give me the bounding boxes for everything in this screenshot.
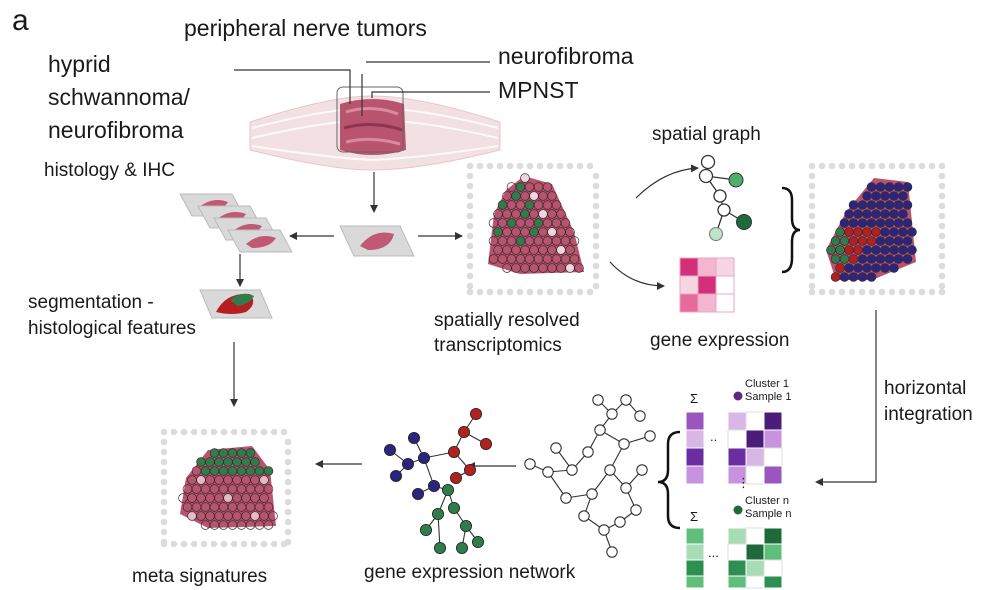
merge-brace: [781, 186, 801, 274]
hybrid-leader-line: [234, 69, 351, 104]
label-sample-n: Sample n: [745, 508, 792, 520]
gene-network-colored: [383, 407, 492, 555]
label-horizontal-line2: integration: [884, 404, 973, 425]
label-hybrid-line1: hyprid: [48, 51, 111, 77]
sigma-bottom: Σ: [690, 509, 699, 524]
mpnst-leader-line: [371, 91, 490, 98]
spatial-graph: [698, 154, 752, 241]
spot-grid: [488, 173, 584, 273]
arrow-horizontal-integration: [815, 310, 877, 486]
label-segmentation-line2: histological features: [28, 318, 196, 339]
label-hybrid-line2: schwannoma/: [48, 84, 190, 110]
tumor-mass: [340, 99, 406, 155]
grey-dot-frame: [466, 162, 600, 296]
integration-brace: [657, 430, 681, 530]
ellipsis-top: ..: [710, 429, 718, 444]
label-histology-ihc: histology & IHC: [44, 160, 175, 181]
meta-signatures-spots: [160, 428, 292, 548]
label-cluster-n: Cluster n: [745, 495, 790, 507]
label-peripheral-nerve-tumors: peripheral nerve tumors: [184, 15, 427, 41]
grey-dot-frame: [160, 428, 292, 548]
cluster-1-matrix: [727, 411, 783, 485]
vertical-ellipsis: ⋮: [737, 475, 750, 490]
panel-letter: a: [12, 4, 29, 37]
cluster-n-sum-column: [685, 527, 705, 589]
label-mpnst: MPNST: [498, 77, 579, 103]
spatial-transcriptomics-spots: [466, 162, 600, 296]
cluster-1-dot: [733, 391, 743, 401]
label-meta-signatures: meta signatures: [132, 566, 268, 587]
center-slide: [339, 225, 415, 257]
label-spatial-graph: spatial graph: [652, 124, 761, 145]
label-gene-expression: gene expression: [650, 330, 790, 351]
label-cluster-1: Cluster 1: [745, 378, 790, 390]
cluster-1-sum-column: [685, 411, 705, 485]
label-spatially-line1: spatially resolved: [434, 310, 580, 331]
ellipsis-bottom: ...: [708, 545, 719, 560]
cluster-n-dot: [733, 505, 743, 515]
arrow-to-gene-expression: [609, 261, 665, 290]
tumor-selection-box: [336, 86, 404, 153]
spot-grid: [826, 182, 917, 282]
sigma-top: Σ: [690, 391, 699, 406]
label-gene-expression-network: gene expression network: [364, 562, 576, 583]
label-hybrid-line3: neurofibroma: [48, 117, 184, 143]
label-sample-1: Sample 1: [745, 391, 792, 403]
label-horizontal-line1: horizontal: [884, 378, 967, 399]
grey-dot-frame: [808, 162, 946, 296]
spot-grid: [178, 448, 278, 530]
gene-network-outline: [524, 394, 656, 558]
integrated-clusters-spots: [808, 162, 946, 296]
histology-slide-stack: [179, 193, 293, 253]
arrow-to-spatial-graph: [635, 164, 699, 199]
cluster-n-matrix: [727, 527, 783, 589]
label-spatially-line2: transcriptomics: [434, 335, 562, 356]
label-segmentation-line1: segmentation -: [28, 292, 154, 313]
gene-expression-matrix: [679, 257, 735, 313]
segmentation-slide: [199, 289, 273, 319]
label-neurofibroma: neurofibroma: [498, 43, 634, 69]
